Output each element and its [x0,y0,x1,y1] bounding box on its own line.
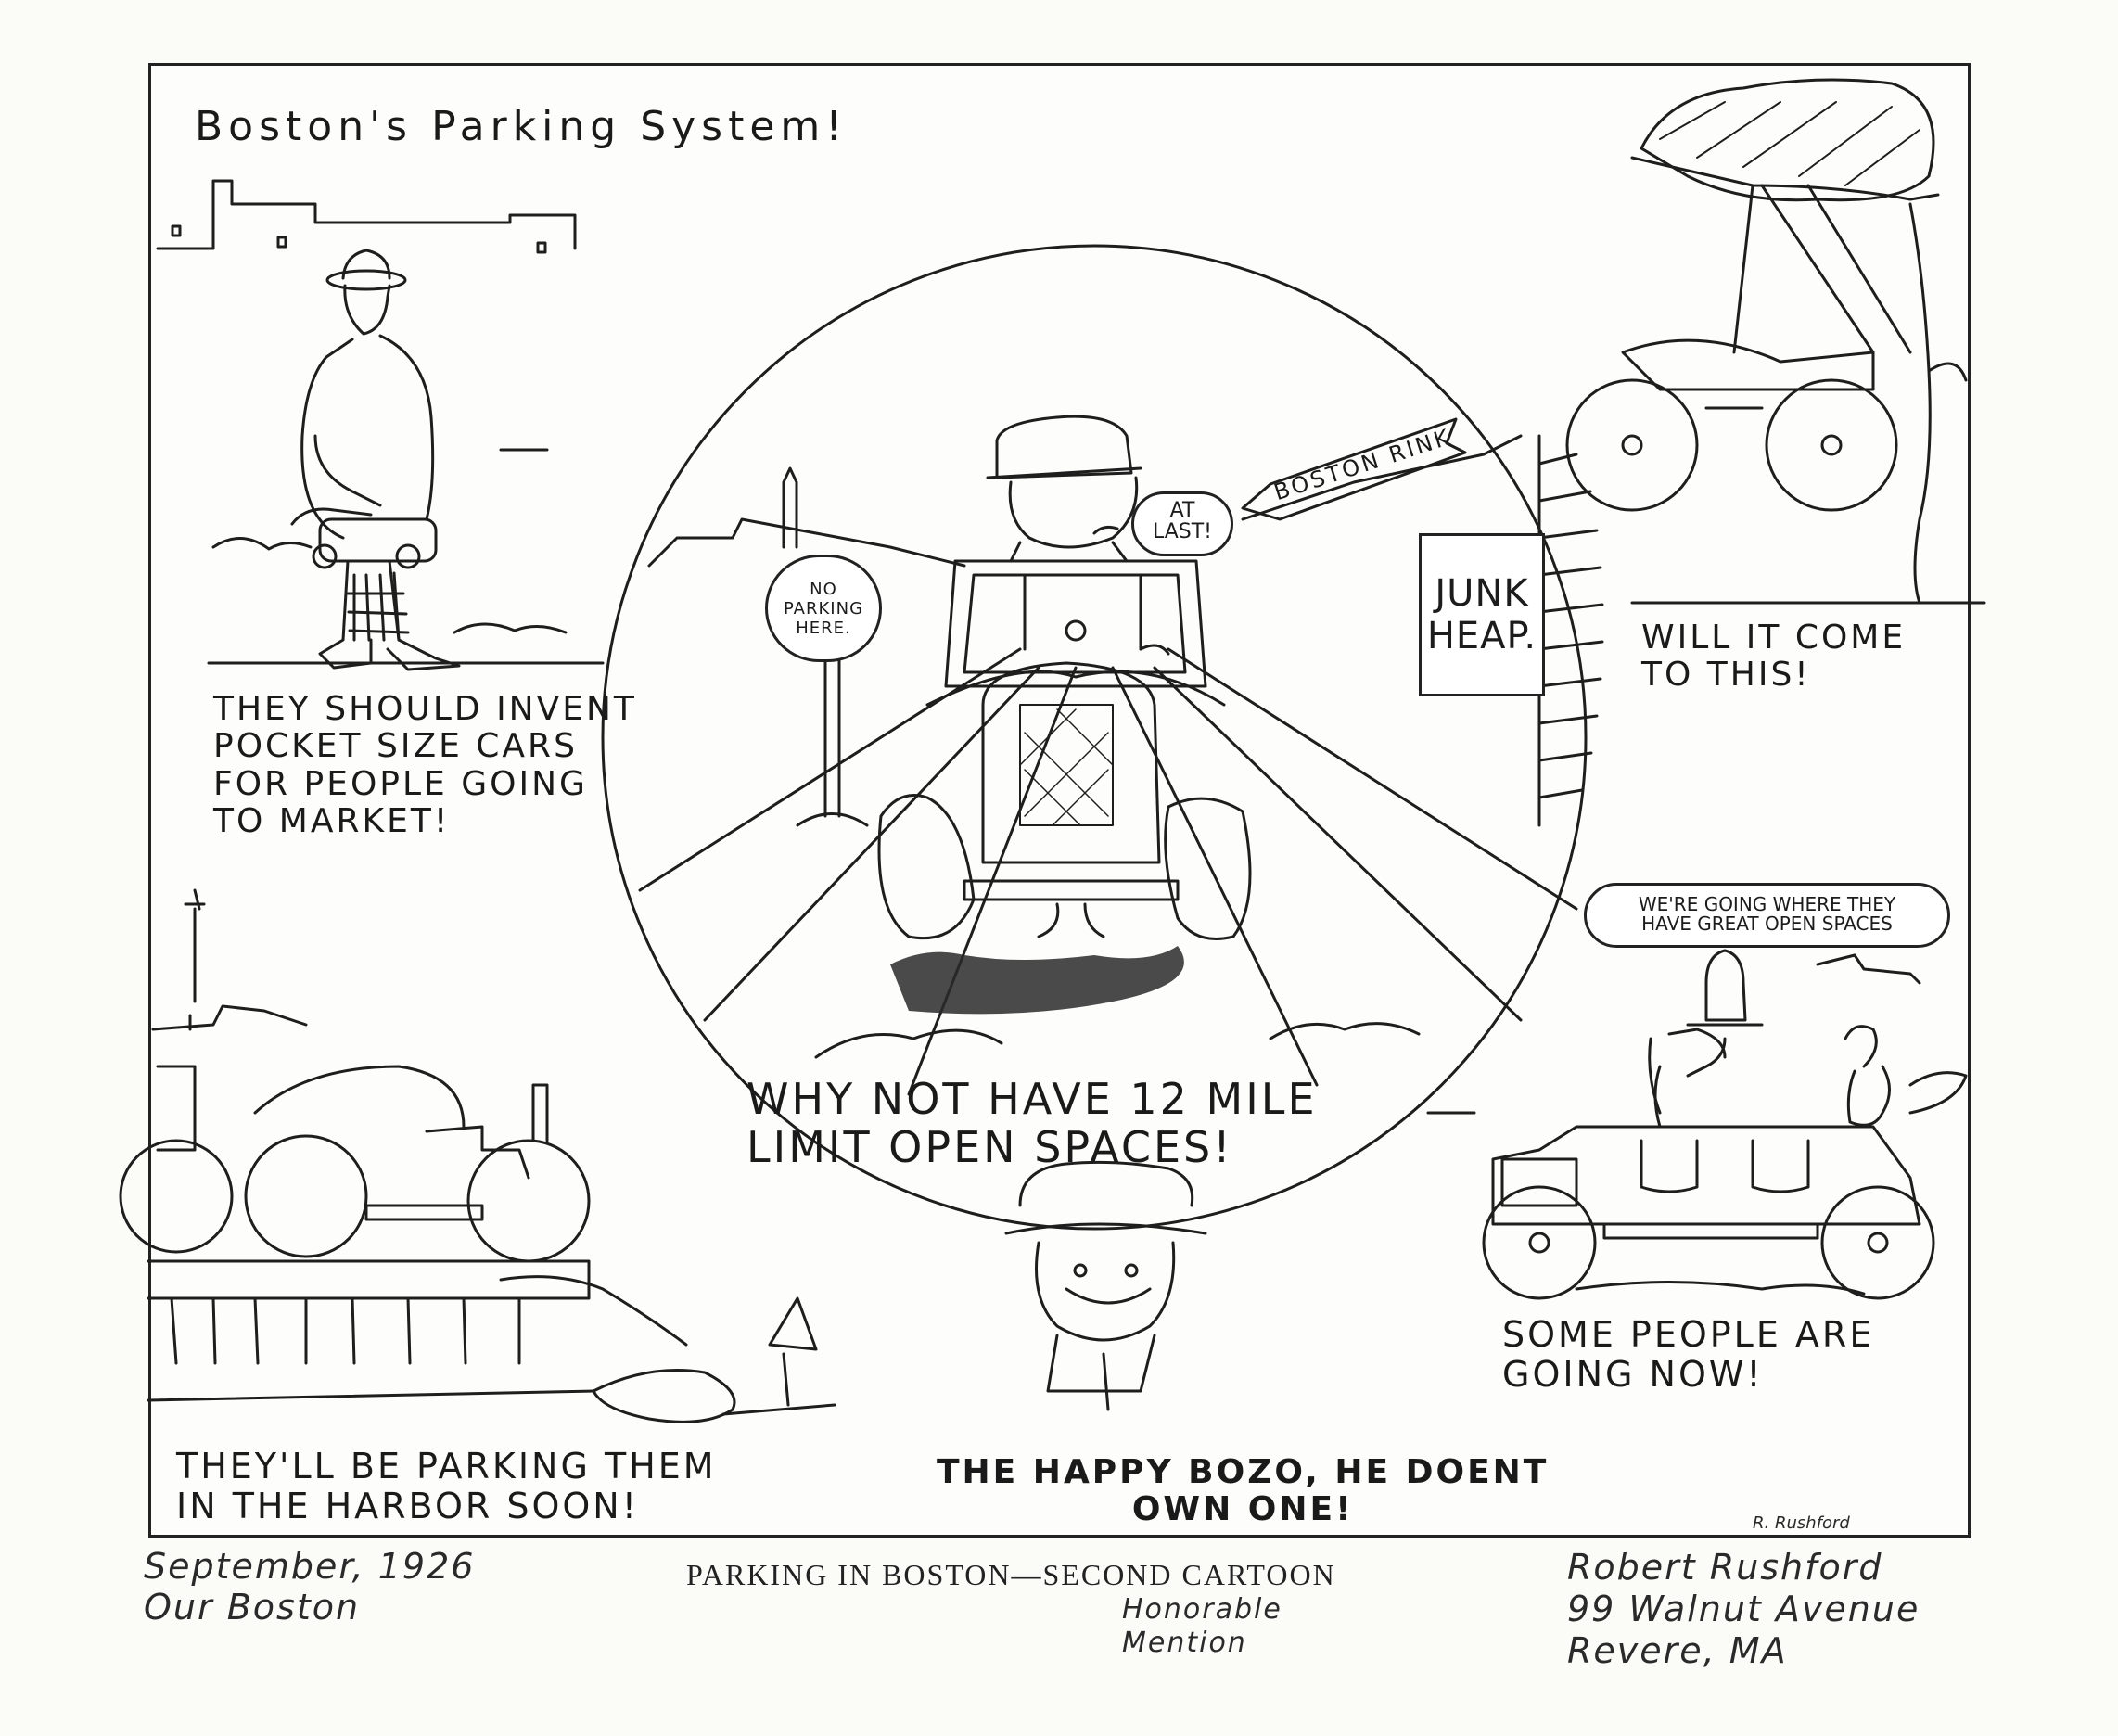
caption-tree: Will it come to this! [1641,619,1907,695]
open-spaces-speech-bubble: We're going where they have great open s… [1584,883,1950,948]
tree-panel [1565,78,1986,605]
date-note: September, 1926 Our Boston [144,1546,476,1628]
at-last-speech-bubble: At Last! [1131,491,1233,556]
printed-title: PARKING IN BOSTON—SECOND CARTOON [686,1558,1336,1591]
bozo-panel [1004,1160,1207,1411]
artist-address: Robert Rushford 99 Walnut Avenue Revere,… [1567,1547,1920,1671]
cartoon-title: Boston's Parking System! [195,103,848,150]
harbor-panel [119,888,836,1423]
cartoon-frame [148,63,1971,1538]
skyline-left [156,179,577,254]
junk-heap-sign: Junk Heap. [1419,533,1545,696]
center-circle [601,244,1604,1231]
caption-pocket-cars: They should invent pocket size cars for … [213,690,637,840]
going-now-panel [1426,949,1968,1300]
honorable-mention-note: Honorable Mention [1122,1593,1282,1659]
artist-signature: R. Rushford [1753,1513,1850,1533]
no-parking-sign: No Parking Here. [765,555,882,662]
caption-harbor: They'll be parking them in the harbor so… [176,1446,717,1526]
pocket-car-figure [207,249,605,671]
caption-going-now: Some people are going now! [1502,1314,1875,1395]
caption-bozo: The happy Bozo, he doent own one! [937,1453,1550,1529]
caption-open-spaces: Why not have 12 mile limit open spaces! [746,1074,1318,1172]
